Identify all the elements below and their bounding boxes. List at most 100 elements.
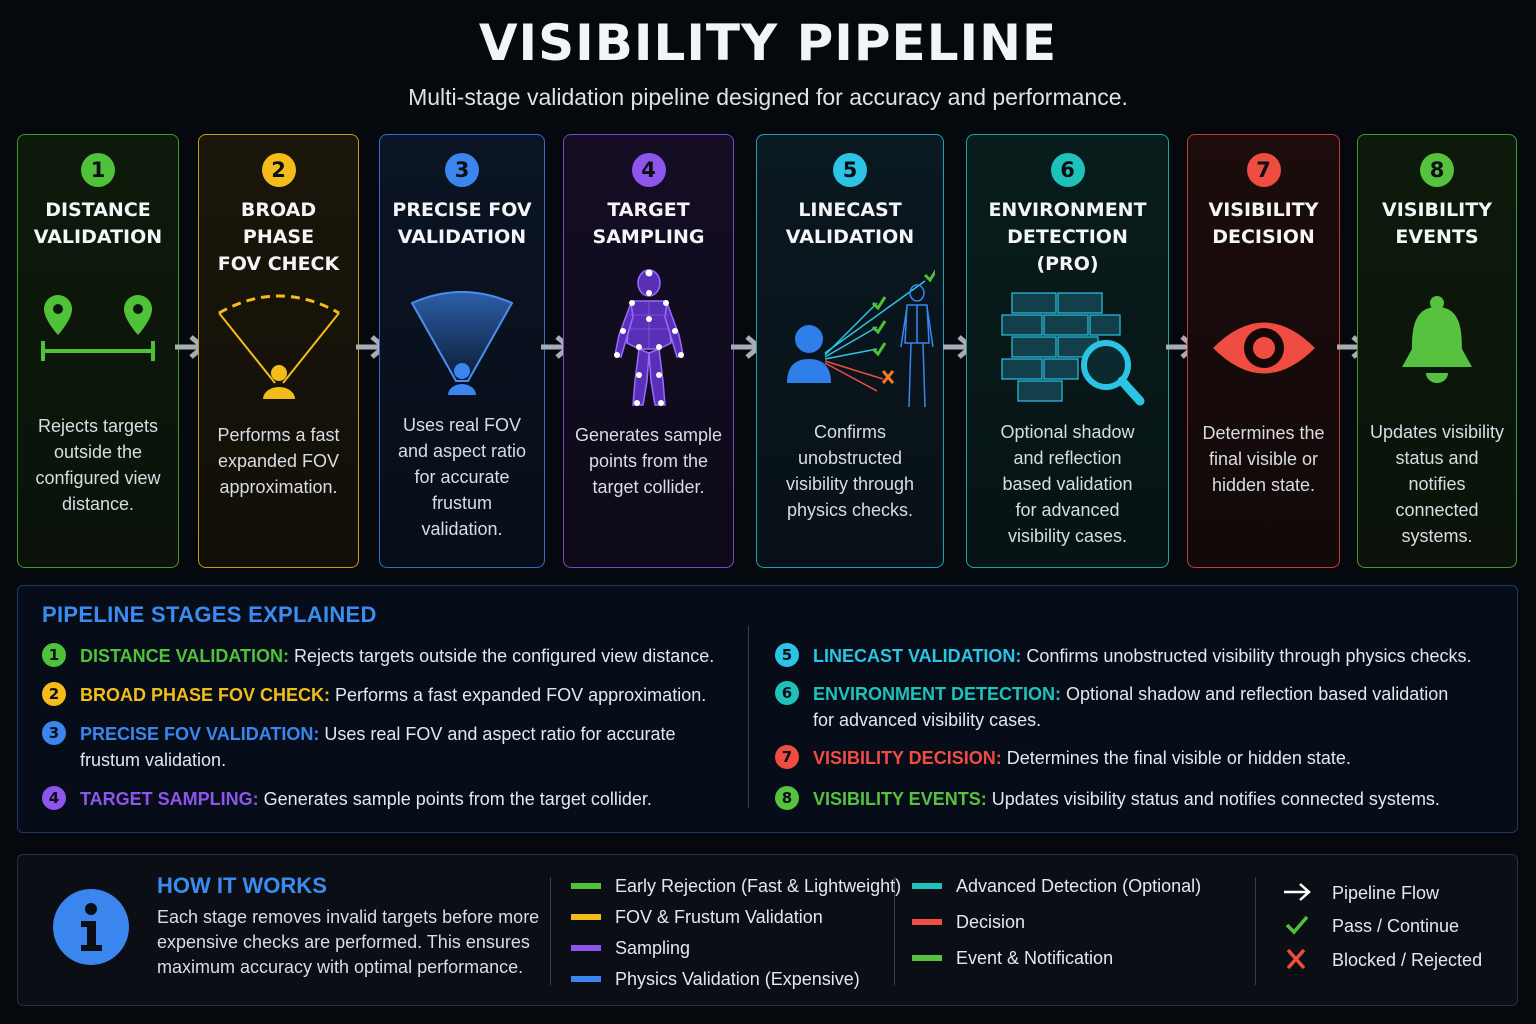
info-icon: [53, 889, 129, 965]
entry-number-badge: 8: [775, 786, 799, 810]
column-divider: [894, 877, 895, 985]
column-divider: [748, 626, 749, 808]
stage-number-badge: 6: [1050, 153, 1085, 187]
entry-label: BROAD PHASE FOV CHECK:: [80, 685, 331, 705]
column-divider: [1255, 877, 1256, 985]
stage-number-badge: 7: [1246, 153, 1281, 187]
explained-entry-3: 3 PRECISE FOV VALIDATION: Uses real FOV …: [42, 721, 700, 773]
legend-swatch: [912, 955, 942, 961]
entry-text: Performs a fast expanded FOV approximati…: [335, 685, 707, 705]
legend-item-early-rejection: Early Rejection (Fast & Lightweight): [571, 875, 901, 897]
entry-text: Updates visibility status and notifies c…: [991, 789, 1440, 809]
entry-number-badge: 6: [775, 681, 799, 705]
entry-label: ENVIRONMENT DETECTION:: [813, 684, 1062, 704]
key-item-blocked-rejected: Blocked / Rejected: [1286, 948, 1482, 971]
how-it-works-text: Each stage removes invalid targets befor…: [157, 907, 540, 977]
entry-text: Confirms unobstructed visibility through…: [1026, 646, 1472, 666]
explained-entry-7: 7 VISIBILITY DECISION: Determines the fi…: [775, 745, 1351, 771]
entry-number-badge: 2: [42, 682, 66, 706]
entry-label: VISIBILITY DECISION:: [813, 748, 1002, 768]
pipeline-stages-explained-panel: PIPELINE STAGES EXPLAINED 1 DISTANCE VAL…: [17, 585, 1518, 833]
entry-text-continued: frustum validation.: [80, 750, 227, 770]
entry-number-badge: 7: [775, 745, 799, 769]
how-it-works-panel: HOW IT WORKS Each stage removes invalid …: [17, 854, 1518, 1006]
entry-label: VISIBILITY EVENTS:: [813, 789, 987, 809]
entry-text-continued: for advanced visibility cases.: [813, 710, 1042, 730]
legend-item-physics-validation: Physics Validation (Expensive): [571, 968, 860, 990]
legend-item-advanced-detection: Advanced Detection (Optional): [912, 875, 1201, 897]
explained-entry-8: 8 VISIBILITY EVENTS: Updates visibility …: [775, 786, 1440, 812]
legend-item-sampling: Sampling: [571, 937, 690, 959]
key-item-pipeline-flow: Pipeline Flow: [1284, 882, 1439, 904]
explained-entry-5: 5 LINECAST VALIDATION: Confirms unobstru…: [775, 643, 1472, 669]
wide-fov-cone-icon: [199, 285, 358, 410]
legend-swatch: [912, 919, 942, 925]
check-icon: [1285, 915, 1309, 935]
entry-label: TARGET SAMPLING:: [80, 789, 259, 809]
stage-number-badge: 1: [81, 153, 115, 187]
entry-text: Determines the final visible or hidden s…: [1006, 748, 1351, 768]
legend-item-decision: Decision: [912, 911, 1025, 933]
stage-number-badge: 2: [261, 153, 296, 187]
key-item-pass-continue: Pass / Continue: [1285, 915, 1459, 937]
explained-title: PIPELINE STAGES EXPLAINED: [42, 602, 377, 627]
bell-icon: [1358, 293, 1516, 398]
page-subtitle: Multi-stage validation pipeline designed…: [408, 84, 1128, 110]
stage-number-badge: 5: [833, 153, 867, 187]
entry-number-badge: 5: [775, 643, 799, 667]
linecast-rays-icon: [757, 263, 943, 418]
entry-number-badge: 1: [42, 643, 66, 667]
entry-label: DISTANCE VALIDATION:: [80, 646, 289, 666]
entry-label: PRECISE FOV VALIDATION:: [80, 724, 320, 744]
legend-swatch: [912, 883, 942, 889]
entry-number-badge: 3: [42, 721, 66, 745]
entry-text: Optional shadow and reflection based val…: [1066, 684, 1449, 704]
explained-entry-4: 4 TARGET SAMPLING: Generates sample poin…: [42, 786, 652, 812]
precise-fov-cone-icon: [380, 285, 544, 410]
map-pins-distance-icon: [18, 291, 178, 376]
eye-icon: [1188, 315, 1339, 386]
explained-entry-6: 6 ENVIRONMENT DETECTION: Optional shadow…: [775, 681, 1473, 733]
legend-item-event-notification: Event & Notification: [912, 947, 1113, 969]
entry-text: Generates sample points from the target …: [263, 789, 652, 809]
legend-swatch: [571, 914, 601, 920]
page-title: VISIBILITY PIPELINE: [478, 14, 1058, 72]
column-divider: [550, 877, 551, 985]
entry-text: Rejects targets outside the configured v…: [294, 646, 715, 666]
entry-number-badge: 4: [42, 786, 66, 810]
stage-number-badge: 8: [1420, 153, 1454, 187]
brick-wall-magnifier-icon: [967, 285, 1168, 420]
legend-item-fov-frustum: FOV & Frustum Validation: [571, 906, 823, 928]
legend-swatch: [571, 945, 601, 951]
explained-entry-2: 2 BROAD PHASE FOV CHECK: Performs a fast…: [42, 682, 707, 708]
cross-icon: [1286, 948, 1306, 970]
entry-label: LINECAST VALIDATION:: [813, 646, 1022, 666]
humanoid-sample-points-icon: [564, 263, 733, 418]
how-it-works-title: HOW IT WORKS: [157, 873, 327, 898]
explained-entry-1: 1 DISTANCE VALIDATION: Rejects targets o…: [42, 643, 715, 669]
entry-text: Uses real FOV and aspect ratio for accur…: [324, 724, 676, 744]
